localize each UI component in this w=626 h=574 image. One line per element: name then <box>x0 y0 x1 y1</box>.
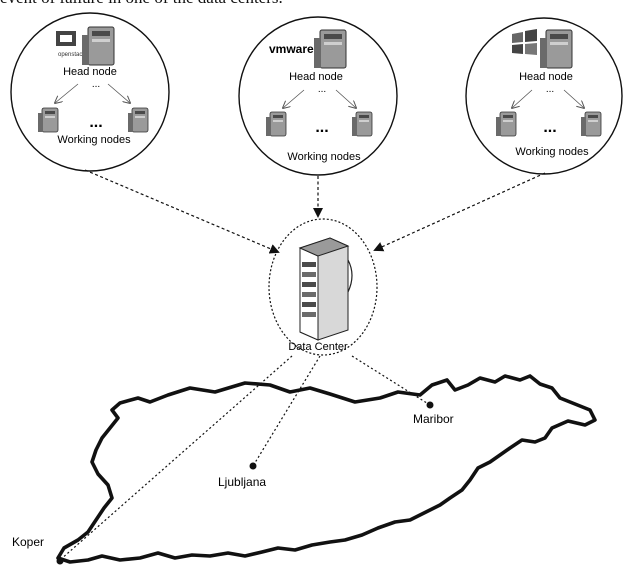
cluster-circle <box>238 16 398 176</box>
city-marker-icon <box>56 557 64 565</box>
cluster-circle <box>10 12 170 172</box>
ellipsis-top: ... <box>546 84 554 95</box>
country-outline <box>56 374 597 564</box>
link-arrow <box>107 83 130 103</box>
ellipsis-mid: ... <box>543 119 556 136</box>
city-koper: Koper <box>12 535 64 565</box>
server-rack-icon <box>298 237 353 341</box>
ellipsis-top: ... <box>92 79 100 90</box>
ellipsis-mid: ... <box>89 114 102 131</box>
working-node-server-icon <box>127 107 149 133</box>
working-node-server-icon <box>351 111 373 137</box>
link-arrow <box>283 89 305 108</box>
data-center-label: Data Center <box>288 341 348 353</box>
head-node-label: Head node <box>519 71 573 83</box>
vmware-logo-icon: vmware <box>269 42 314 56</box>
city-maribor: Maribor <box>413 401 454 426</box>
link-to-maribor <box>351 355 431 406</box>
city-label: Ljubljana <box>218 475 266 489</box>
link-to-koper <box>59 355 293 561</box>
city-label: Koper <box>12 535 44 549</box>
link-arrow <box>55 83 79 103</box>
caption-fragment: event of failure in one of the data cent… <box>0 0 283 8</box>
working-nodes-label: Working nodes <box>287 151 361 163</box>
openstack-logo-icon <box>56 31 76 46</box>
link-arrow <box>563 89 584 108</box>
ellipsis-mid: ... <box>315 119 328 136</box>
cluster-windows: Head node ... ... Working nodes <box>465 17 623 175</box>
cluster-vmware: vmware Head node ... ... Working nodes <box>238 16 398 176</box>
ellipsis-top: ... <box>318 84 326 95</box>
data-center-boundary <box>268 218 378 356</box>
windows-logo-icon <box>512 29 537 55</box>
link-arrow <box>335 89 356 108</box>
city-ljubljana: Ljubljana <box>218 462 266 489</box>
head-node-server-icon <box>313 29 347 69</box>
cluster-to-datacenter-arrow <box>84 169 280 254</box>
head-node-server-icon <box>539 29 573 69</box>
head-node-label: Head node <box>289 71 343 83</box>
working-node-server-icon <box>580 111 602 137</box>
working-node-server-icon <box>495 111 517 137</box>
cluster-openstack: openstack Head node ... ... Working node… <box>10 12 170 172</box>
link-arrow <box>512 89 533 108</box>
city-label: Maribor <box>413 412 454 426</box>
head-node-label: Head node <box>63 66 117 78</box>
working-node-server-icon <box>265 111 287 137</box>
working-node-server-icon <box>37 107 59 133</box>
city-marker-icon <box>249 462 257 470</box>
city-marker-icon <box>426 401 434 409</box>
link-to-ljubljana <box>252 355 321 467</box>
brand-label: openstack <box>58 52 86 58</box>
data-center: Data Center <box>268 218 378 356</box>
working-nodes-label: Working nodes <box>515 146 589 158</box>
working-nodes-label: Working nodes <box>57 134 131 146</box>
head-node-server-icon <box>81 26 115 66</box>
cluster-to-datacenter-arrow <box>373 172 546 252</box>
